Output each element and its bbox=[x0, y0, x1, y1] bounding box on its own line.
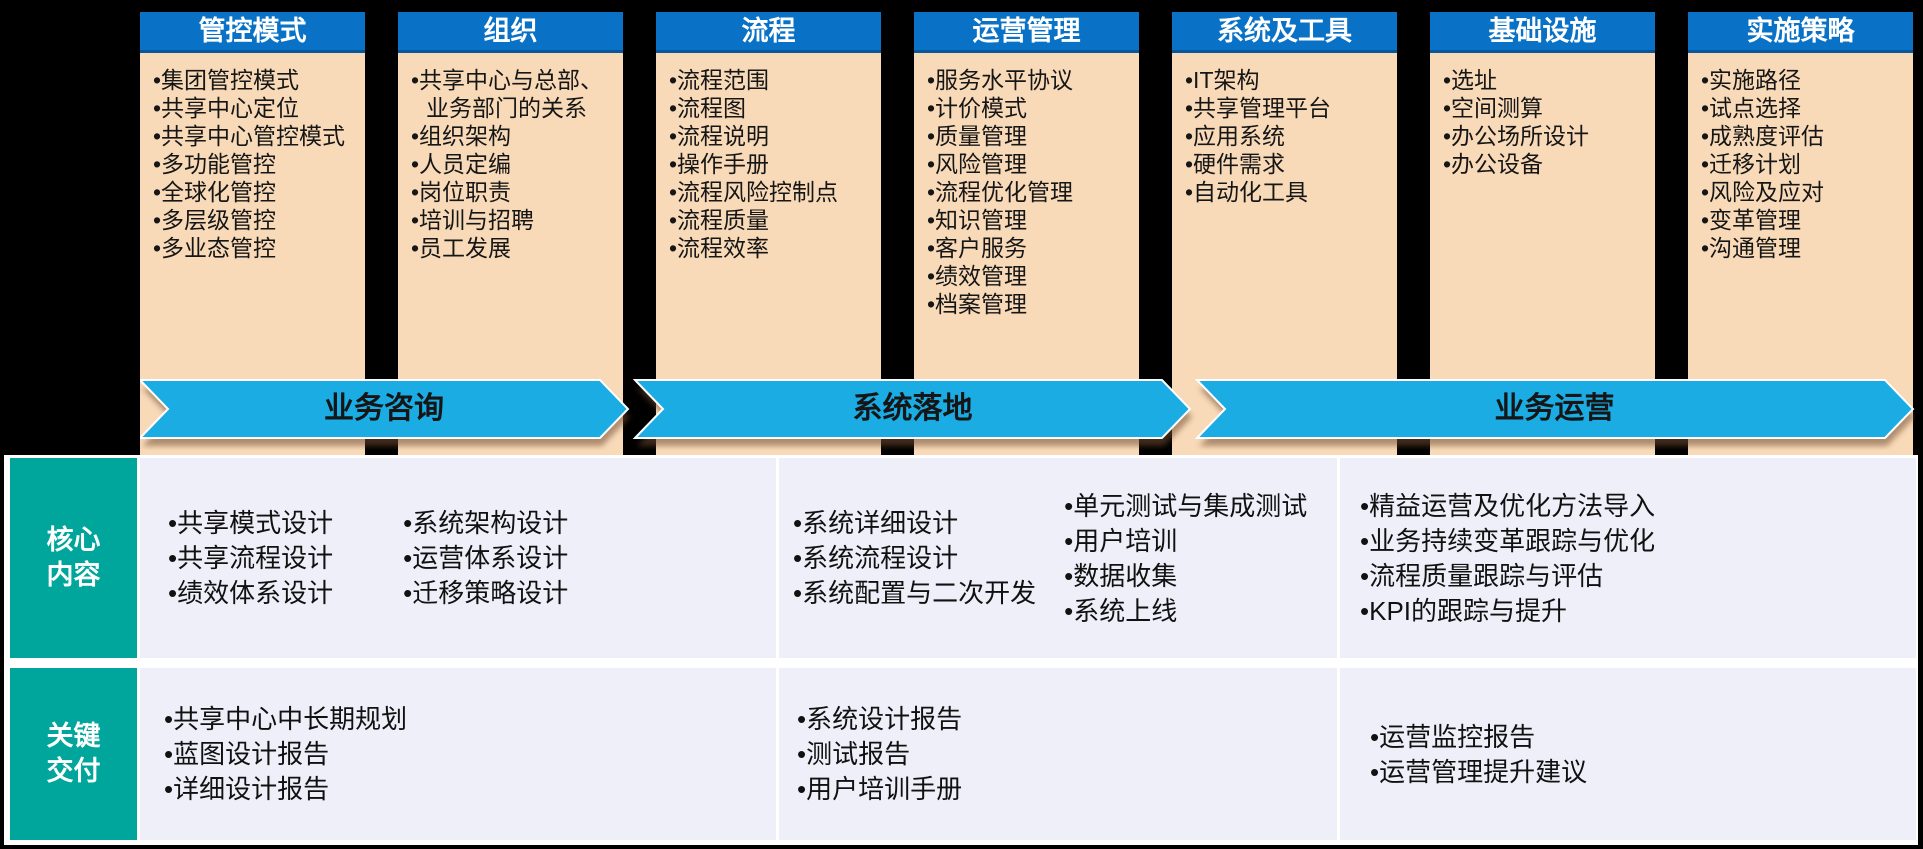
pillar-item: •IT架构 bbox=[1185, 67, 1260, 93]
pillar-item: •计价模式 bbox=[927, 95, 1028, 121]
pillar-item: •培训与招聘 bbox=[411, 207, 535, 233]
bullet-item: •运营体系设计 bbox=[403, 543, 569, 573]
pillar-item: •流程效率 bbox=[669, 235, 770, 261]
bullet-list: •系统架构设计 •运营体系设计 •迁移策略设计 bbox=[403, 505, 568, 611]
row-label-key-deliverables: 关键 交付 bbox=[10, 668, 137, 840]
bullet-item: •蓝图设计报告 bbox=[164, 739, 330, 769]
phase-arrow-band bbox=[140, 379, 1915, 446]
bullet-item: •详细设计报告 bbox=[164, 774, 330, 804]
bullet-item: •业务持续变革跟踪与优化 bbox=[1360, 525, 1656, 556]
pillar-item: •流程优化管理 bbox=[927, 179, 1074, 205]
bullet-item: •系统上线 bbox=[1064, 595, 1178, 626]
pillar-item: •档案管理 bbox=[927, 291, 1028, 317]
bullet-item: •用户培训 bbox=[1064, 525, 1178, 556]
summary-cell-r1c3: •精益运营及优化方法导入 •业务持续变革跟踪与优化 •流程质量跟踪与评估 •KPI的跟… bbox=[1340, 458, 1916, 658]
pillar-item: •共享中心定位 bbox=[153, 95, 300, 121]
pillar-item: •风险管理 bbox=[927, 151, 1028, 177]
pillar-header: 流程 bbox=[656, 12, 881, 53]
pillar-item: •共享管理平台 bbox=[1185, 95, 1332, 121]
summary-cell-r1c1: •共享模式设计 •共享流程设计 •绩效体系设计 •系统架构设计 •运营体系设计 •迁移策略… bbox=[140, 458, 776, 658]
pillar-item: •全球化管控 bbox=[153, 179, 277, 205]
bullet-item: •系统架构设计 bbox=[403, 508, 569, 538]
pillar-item: •实施路径 bbox=[1701, 67, 1802, 93]
pillar-header: 系统及工具 bbox=[1172, 12, 1397, 53]
bullet-item: •系统配置与二次开发 bbox=[793, 578, 1037, 608]
summary-cell-r2c1: •共享中心中长期规划 •蓝图设计报告 •详细设计报告 bbox=[140, 668, 776, 840]
pillar-item: •沟通管理 bbox=[1701, 235, 1802, 261]
pillar-item: •流程说明 bbox=[669, 123, 770, 149]
bullet-list: •精益运营及优化方法导入 •业务持续变革跟踪与优化 •流程质量跟踪与评估 •KPI的跟… bbox=[1360, 488, 1655, 629]
bullet-list: •系统详细设计 •系统流程设计 •系统配置与二次开发 bbox=[793, 505, 1036, 611]
pillar-item: •流程质量 bbox=[669, 207, 770, 233]
pillar-item: •岗位职责 bbox=[411, 179, 512, 205]
pillar-item: •空间测算 bbox=[1443, 95, 1544, 121]
pillar-item: •集团管控模式 bbox=[153, 67, 300, 93]
pillar-item: •操作手册 bbox=[669, 151, 770, 177]
bullet-item: •运营管理提升建议 bbox=[1370, 756, 1588, 787]
pillar-item: •多层级管控 bbox=[153, 207, 277, 233]
pillar-item: •客户服务 bbox=[927, 235, 1028, 261]
pillar-item: •知识管理 bbox=[927, 207, 1028, 233]
pillar-header: 管控模式 bbox=[140, 12, 365, 53]
pillar-item: •应用系统 bbox=[1185, 123, 1286, 149]
bullet-item: •运营监控报告 bbox=[1370, 721, 1536, 752]
bullet-item: •系统详细设计 bbox=[793, 508, 959, 538]
bullet-item: •共享模式设计 bbox=[168, 508, 334, 538]
bullet-item: •绩效体系设计 bbox=[168, 578, 334, 608]
row-label-core-content: 核心 内容 bbox=[10, 458, 137, 658]
bullet-item: •共享中心中长期规划 bbox=[164, 704, 408, 734]
bullet-list: •系统设计报告 •测试报告 •用户培训手册 bbox=[797, 701, 962, 807]
pillar-item: •流程图 bbox=[669, 95, 747, 121]
pillar-header: 基础设施 bbox=[1430, 12, 1655, 53]
phase-arrow-1 bbox=[140, 379, 630, 439]
pillar-item: •变革管理 bbox=[1701, 207, 1802, 233]
pillar-header: 实施策略 bbox=[1688, 12, 1913, 53]
pillar-item: •员工发展 bbox=[411, 235, 512, 261]
pillar-item: •多业态管控 bbox=[153, 235, 277, 261]
pillar-item: •自动化工具 bbox=[1185, 179, 1309, 205]
pillar-item: •服务水平协议 bbox=[927, 67, 1074, 93]
pillar-item: •人员定编 bbox=[411, 151, 512, 177]
bullet-item: •系统流程设计 bbox=[793, 543, 959, 573]
pillar-item: •风险及应对 bbox=[1701, 179, 1825, 205]
pillar-item: •质量管理 bbox=[927, 123, 1028, 149]
bullet-list: •共享模式设计 •共享流程设计 •绩效体系设计 bbox=[168, 505, 333, 611]
pillar-item: •流程风险控制点 bbox=[669, 179, 839, 205]
summary-cell-r1c2: •系统详细设计•系统流程设计•系统配置与二次开发•单元测试与集成测试•用户培训•… bbox=[779, 458, 1337, 658]
summary-cell-r2c3: •运营监控报告 •运营管理提升建议 bbox=[1340, 668, 1916, 840]
pillar-item: •共享中心管控模式 bbox=[153, 123, 346, 149]
phase-arrow-2 bbox=[632, 379, 1192, 439]
bullet-item: •精益运营及优化方法导入 bbox=[1360, 490, 1656, 521]
bullet-item: •用户培训手册 bbox=[797, 774, 963, 804]
bullet-item: •共享流程设计 bbox=[168, 543, 334, 573]
bullet-item: •系统设计报告 bbox=[797, 704, 963, 734]
pillar-item: •办公设备 bbox=[1443, 151, 1544, 177]
pillar-item: •迁移计划 bbox=[1701, 151, 1802, 177]
bullet-item: •数据收集 bbox=[1064, 560, 1178, 591]
pillar-item: •组织架构 bbox=[411, 123, 512, 149]
pillar-column-1: 管控模式•集团管控模式•共享中心定位•共享中心管控模式•多功能管控•全球化管控•… bbox=[140, 12, 365, 455]
pillar-header: 运营管理 bbox=[914, 12, 1139, 53]
phase-arrow-3 bbox=[1194, 379, 1915, 439]
pillar-item: •硬件需求 bbox=[1185, 151, 1286, 177]
bullet-item: •测试报告 bbox=[797, 739, 911, 769]
pillar-item: •绩效管理 bbox=[927, 263, 1028, 289]
pillar-item: •办公场所设计 bbox=[1443, 123, 1590, 149]
bullet-item: •KPI的跟踪与提升 bbox=[1360, 595, 1568, 626]
pillar-item: •共享中心与总部、业务部门的关系 bbox=[411, 67, 604, 121]
pillar-item: •选址 bbox=[1443, 67, 1498, 93]
pillar-header: 组织 bbox=[398, 12, 623, 53]
pillar-item: •流程范围 bbox=[669, 67, 770, 93]
bullet-list: •共享中心中长期规划 •蓝图设计报告 •详细设计报告 bbox=[164, 701, 407, 807]
bullet-item: •迁移策略设计 bbox=[403, 578, 569, 608]
bullet-item: •流程质量跟踪与评估 bbox=[1360, 560, 1604, 591]
pillar-item: •试点选择 bbox=[1701, 95, 1802, 121]
summary-cell-r2c2: •系统设计报告 •测试报告 •用户培训手册 bbox=[779, 668, 1337, 840]
bullet-list: •运营监控报告 •运营管理提升建议 bbox=[1370, 719, 1587, 790]
pillar-item: •多功能管控 bbox=[153, 151, 277, 177]
pillar-item: •成熟度评估 bbox=[1701, 123, 1825, 149]
bullet-item: •单元测试与集成测试 bbox=[1064, 490, 1308, 521]
bullet-list: •单元测试与集成测试 •用户培训 •数据收集 •系统上线 bbox=[1064, 488, 1307, 629]
